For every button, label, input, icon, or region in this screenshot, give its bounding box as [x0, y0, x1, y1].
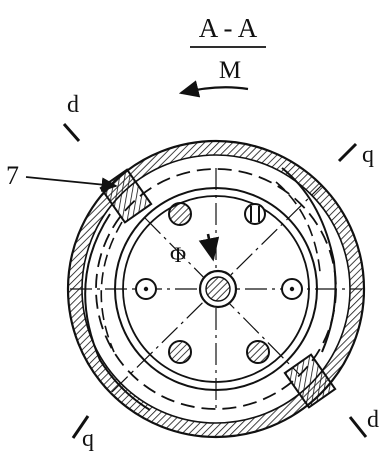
- edge-label-top-right: q: [362, 142, 374, 168]
- spring-block-upper-left: [99, 168, 153, 224]
- tick-bottom-right: [348, 416, 368, 438]
- angle-label: Φ: [170, 242, 186, 267]
- angle-leader: [198, 233, 220, 262]
- edge-label-top-left: d: [67, 92, 79, 118]
- pin-left: [135, 278, 157, 300]
- bolt-upper-left: [168, 202, 192, 226]
- part-number-label: 7: [6, 161, 19, 190]
- tick-bottom-left: [71, 415, 90, 439]
- tick-top-right: [337, 142, 358, 163]
- tick-top-left: [62, 123, 81, 142]
- edge-label-bottom-right: d: [367, 407, 379, 433]
- shoe-segment-right: [275, 167, 337, 353]
- part-number-leader: [25, 176, 118, 192]
- rotation-arrow: [178, 80, 249, 98]
- pin-right: [281, 278, 303, 300]
- shoe-segment-left: [84, 213, 151, 411]
- bolt-lower-left: [168, 340, 192, 364]
- edge-label-bottom-left: q: [82, 426, 94, 452]
- bolt-lower-right: [246, 340, 270, 364]
- rotation-label: M: [219, 57, 241, 84]
- bolt-upper-right: [244, 203, 266, 225]
- section-title: A - A: [199, 13, 258, 43]
- central-shaft: [198, 269, 238, 309]
- spring-block-lower-right: [283, 353, 337, 409]
